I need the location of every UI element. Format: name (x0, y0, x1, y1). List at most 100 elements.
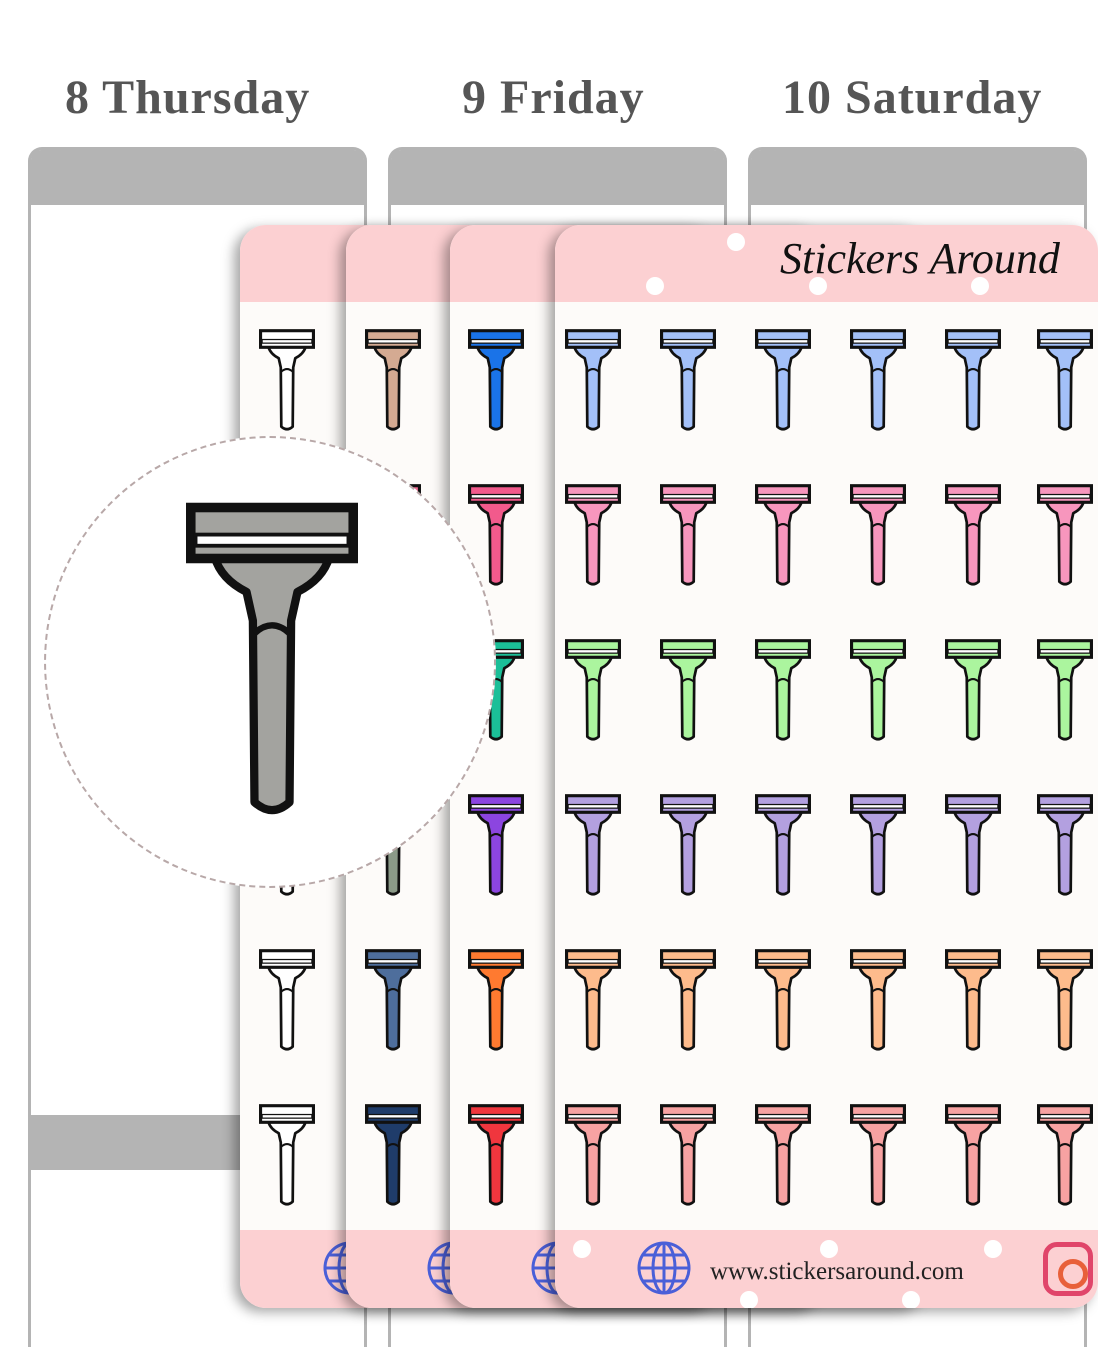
razor-icon (849, 484, 907, 586)
razor-sticker (1036, 949, 1094, 1053)
razor-sticker (944, 1104, 1002, 1208)
razor-sticker (467, 794, 525, 898)
razor-icon (849, 949, 907, 1051)
razor-icon (564, 484, 622, 586)
razor-icon (258, 949, 316, 1051)
razor-icon (1036, 484, 1094, 586)
razor-icon (564, 949, 622, 1051)
razor-icon (754, 794, 812, 896)
razor-sticker (564, 794, 622, 898)
razor-sticker (754, 329, 812, 433)
polka-dot (727, 233, 745, 251)
razor-sticker (944, 639, 1002, 743)
polka-dot (820, 1240, 838, 1258)
razor-icon (659, 1104, 717, 1206)
day-title-saturday: 10 Saturday (782, 71, 1043, 124)
razor-icon (754, 329, 812, 431)
razor-icon (944, 949, 1002, 1051)
razor-icon (944, 329, 1002, 431)
brand-logo: Stickers Around (780, 234, 1060, 283)
razor-sticker (944, 949, 1002, 1053)
razor-sticker (944, 484, 1002, 588)
razor-sticker (1036, 329, 1094, 433)
polka-dot (740, 1291, 758, 1308)
razor-sticker (1036, 639, 1094, 743)
razor-icon (944, 1104, 1002, 1206)
razor-icon (564, 794, 622, 896)
razor-sticker (258, 949, 316, 1053)
razor-sticker (849, 949, 907, 1053)
razor-icon (467, 949, 525, 1051)
razor-sticker (258, 329, 316, 433)
razor-sticker (944, 794, 1002, 898)
razor-sticker (564, 329, 622, 433)
razor-icon (659, 329, 717, 431)
razor-sticker (659, 1104, 717, 1208)
day-title-thursday: 8 Thursday (65, 71, 311, 124)
razor-sticker (1036, 794, 1094, 898)
sheet-header (555, 225, 1098, 302)
razor-icon (467, 794, 525, 896)
website-text: www.stickersaround.com (710, 1258, 964, 1285)
razor-sticker (754, 949, 812, 1053)
razor-sticker (364, 1104, 422, 1208)
razor-sticker (1036, 1104, 1094, 1208)
razor-icon (1036, 639, 1094, 741)
razor-icon (754, 484, 812, 586)
razor-sticker (1036, 484, 1094, 588)
razor-sticker (467, 329, 525, 433)
razor-icon (364, 949, 422, 1051)
razor-sticker (467, 1104, 525, 1208)
razor-sticker (258, 1104, 316, 1208)
polka-dot (902, 1291, 920, 1308)
razor-icon (1036, 794, 1094, 896)
razor-icon (944, 639, 1002, 741)
razor-sticker (849, 484, 907, 588)
razor-sticker (364, 949, 422, 1053)
razor-icon (659, 484, 717, 586)
razor-icon (564, 1104, 622, 1206)
razor-sticker (754, 794, 812, 898)
razor-sticker (944, 329, 1002, 433)
razor-sticker (849, 794, 907, 898)
razor-icon (258, 329, 316, 431)
razor-sticker (364, 329, 422, 433)
razor-icon (364, 329, 422, 431)
razor-sticker (754, 1104, 812, 1208)
sticker-sheet: Stickers Around www.stickersaround.com (555, 225, 1098, 1308)
razor-sticker (659, 639, 717, 743)
razor-sticker (659, 329, 717, 433)
razor-icon (944, 484, 1002, 586)
razor-icon (659, 949, 717, 1051)
razor-icon (849, 1104, 907, 1206)
globe-icon (636, 1240, 692, 1296)
razor-sticker (564, 949, 622, 1053)
polka-dot (809, 277, 827, 295)
razor-sticker (754, 484, 812, 588)
day-title-friday: 9 Friday (462, 71, 645, 124)
instagram-icon (1043, 1242, 1093, 1296)
razor-icon (659, 639, 717, 741)
razor-icon (849, 329, 907, 431)
razor-icon (258, 1104, 316, 1206)
polka-dot (646, 277, 664, 295)
razor-sticker (849, 329, 907, 433)
razor-icon (754, 639, 812, 741)
razor-icon (564, 639, 622, 741)
razor-icon (1036, 949, 1094, 1051)
razor-icon (849, 794, 907, 896)
polka-dot (984, 1240, 1002, 1258)
razor-icon (564, 329, 622, 431)
razor-sticker (849, 639, 907, 743)
razor-sticker (564, 1104, 622, 1208)
razor-icon (1036, 329, 1094, 431)
razor-sticker (467, 949, 525, 1053)
razor-sticker (659, 484, 717, 588)
razor-icon (467, 1104, 525, 1206)
polka-dot (573, 1240, 591, 1258)
razor-sticker (659, 949, 717, 1053)
razor-icon (467, 329, 525, 431)
razor-icon (1036, 1104, 1094, 1206)
magnifier-circle (44, 436, 496, 888)
polka-dot (971, 277, 989, 295)
